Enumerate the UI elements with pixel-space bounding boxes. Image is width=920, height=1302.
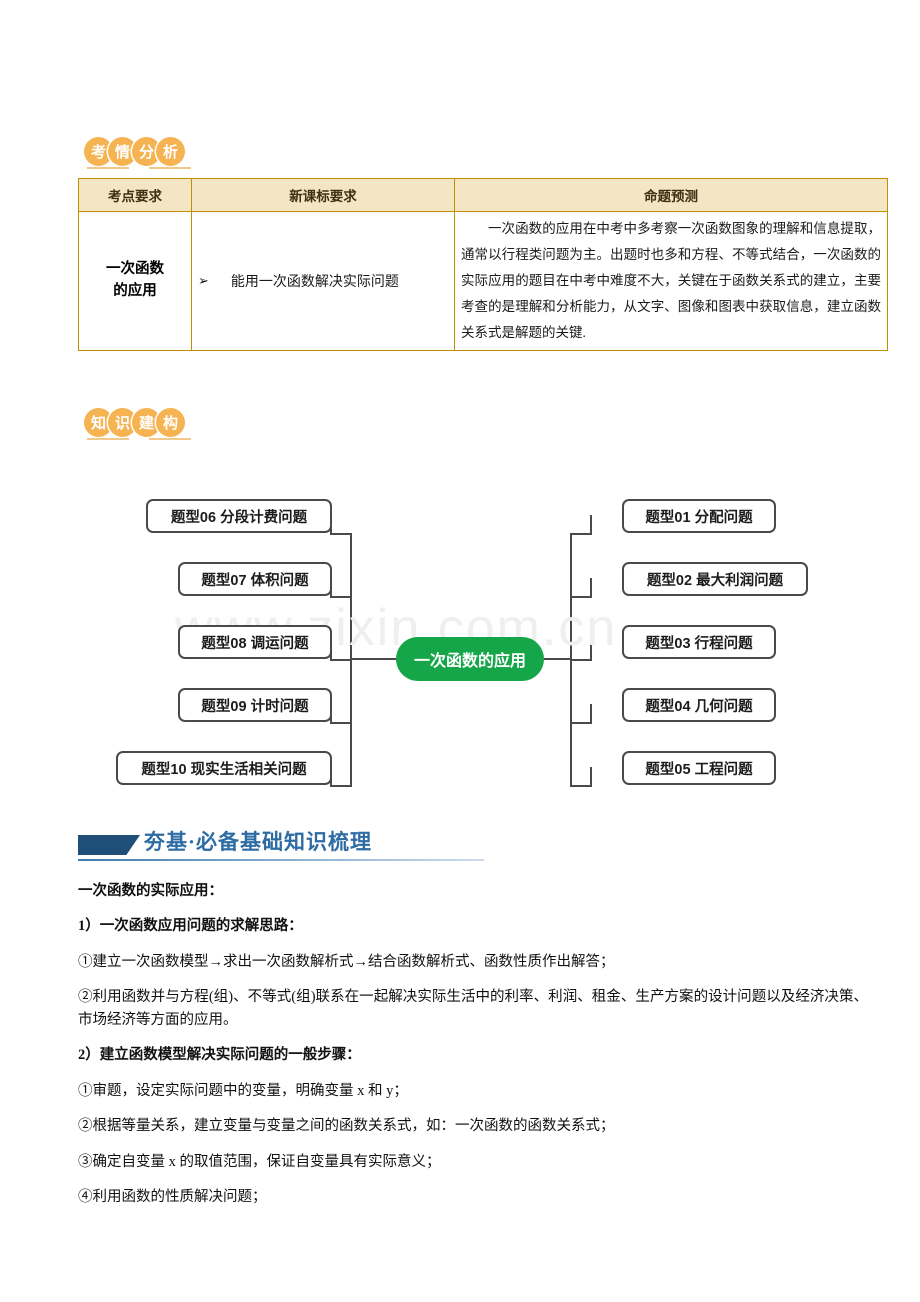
mindmap-right-branch-3: [570, 659, 592, 661]
topic-line-2: 的应用: [113, 282, 157, 299]
mindmap-left-branch-1: [330, 533, 352, 535]
header-prediction: 命题预测: [454, 178, 888, 212]
mindmap-right-drop-4: [590, 704, 592, 724]
heading-underline: [78, 859, 484, 861]
mindmap-diagram: 题型06 分段计费问题 题型07 体积问题 题型08 调运问题 题型09 计时问…: [0, 470, 920, 820]
mindmap-right-branch-4: [570, 722, 592, 724]
content-intro: 一次函数的实际应用：: [78, 883, 223, 899]
badge-underline-decoration: [87, 438, 199, 445]
content-part1-item1: ①建立一次函数模型→求出一次函数解析式→结合函数解析式、函数性质作出解答；: [78, 953, 615, 970]
mindmap-node-left-3[interactable]: 题型08 调运问题: [178, 625, 332, 659]
mindmap-right-branch-2: [570, 596, 592, 598]
body-content: 一次函数的实际应用： 1）一次函数应用问题的求解思路： ①建立一次函数模型→求出…: [78, 880, 868, 1222]
content-part2-item3: ③确定自变量 x 的取值范围，保证自变量具有实际意义；: [78, 1153, 441, 1170]
heading-marker-icon: [78, 835, 140, 855]
content-part2-title: 2）建立函数模型解决实际问题的一般步骤：: [78, 1047, 361, 1064]
knowledge-structure-badge: 知 识 建 构: [84, 408, 191, 440]
mindmap-node-right-3[interactable]: 题型03 行程问题: [622, 625, 776, 659]
section-heading: 夯基·必备基础知识梳理: [78, 826, 498, 866]
content-part2-item1: ①审题，设定实际问题中的变量，明确变量 x 和 y；: [78, 1082, 408, 1099]
exam-requirement-table: 考点要求 新课标要求 命题预测 一次函数 的应用 ➢ 能用一次函数解决实际问题: [78, 178, 888, 351]
mindmap-node-left-4[interactable]: 题型09 计时问题: [178, 688, 332, 722]
mindmap-node-right-4[interactable]: 题型04 几何问题: [622, 688, 776, 722]
badge-char-2: 情: [108, 137, 137, 166]
section-heading-text: 夯基·必备基础知识梳理: [144, 830, 373, 854]
mindmap-node-right-2[interactable]: 题型02 最大利润问题: [622, 562, 808, 596]
mindmap-left-spine: [350, 658, 408, 660]
arrow-bullet-icon: ➢: [198, 273, 209, 289]
header-curriculum-standard: 新课标要求: [191, 178, 455, 212]
mindmap-right-drop-2: [590, 578, 592, 598]
badge-circle-group: 知 识 建 构: [84, 408, 185, 437]
mindmap-node-right-1[interactable]: 题型01 分配问题: [622, 499, 776, 533]
badge-circle-group: 考 情 分 析: [84, 137, 185, 166]
content-part2-item2: ②根据等量关系，建立变量与变量之间的函数关系式，如：一次函数的函数关系式；: [78, 1118, 615, 1135]
mindmap-right-drop-5: [590, 767, 592, 787]
cell-requirement: ➢ 能用一次函数解决实际问题: [191, 211, 455, 351]
badge-char-3: 建: [132, 408, 161, 437]
table-row: 一次函数 的应用 ➢ 能用一次函数解决实际问题 一次函数的应用在中考中多考察一次…: [78, 211, 888, 351]
mindmap-right-spine: [540, 658, 572, 660]
topic-line-1: 一次函数: [106, 261, 164, 278]
exam-analysis-badge: 考 情 分 析: [84, 137, 191, 169]
mindmap-node-left-5[interactable]: 题型10 现实生活相关问题: [116, 751, 332, 785]
prediction-text: 一次函数的应用在中考中多考察一次函数图象的理解和信息提取，通常以行程类问题为主。…: [461, 221, 881, 340]
mindmap-left-branch-5: [330, 785, 352, 787]
mindmap-left-branch-4: [330, 722, 352, 724]
mindmap-center-node[interactable]: 一次函数的应用: [396, 637, 544, 681]
badge-char-4: 析: [156, 137, 185, 166]
mindmap-node-right-5[interactable]: 题型05 工程问题: [622, 751, 776, 785]
mindmap-right-drop-1: [590, 515, 592, 535]
badge-char-4: 构: [156, 408, 185, 437]
header-exam-point: 考点要求: [78, 178, 192, 212]
content-part1-item2: ②利用函数并与方程(组)、不等式(组)联系在一起解决实际生活中的利率、利润、租金…: [78, 989, 868, 1028]
content-part1-title: 1）一次函数应用问题的求解思路：: [78, 918, 303, 935]
mindmap-left-branch-3: [330, 659, 352, 661]
mindmap-node-left-1[interactable]: 题型06 分段计费问题: [146, 499, 332, 533]
mindmap-node-left-2[interactable]: 题型07 体积问题: [178, 562, 332, 596]
mindmap-left-branch-2: [330, 596, 352, 598]
mindmap-right-branch-5: [570, 785, 592, 787]
table-header-row: 考点要求 新课标要求 命题预测: [78, 178, 888, 212]
mindmap-right-branch-1: [570, 533, 592, 535]
requirement-text: 能用一次函数解决实际问题: [230, 274, 399, 290]
content-part2-item4: ④利用函数的性质解决问题；: [78, 1189, 267, 1206]
cell-prediction: 一次函数的应用在中考中多考察一次函数图象的理解和信息提取，通常以行程类问题为主。…: [454, 211, 888, 351]
mindmap-right-drop-3: [590, 641, 592, 661]
cell-topic: 一次函数 的应用: [78, 211, 192, 351]
badge-underline-decoration: [87, 167, 199, 174]
